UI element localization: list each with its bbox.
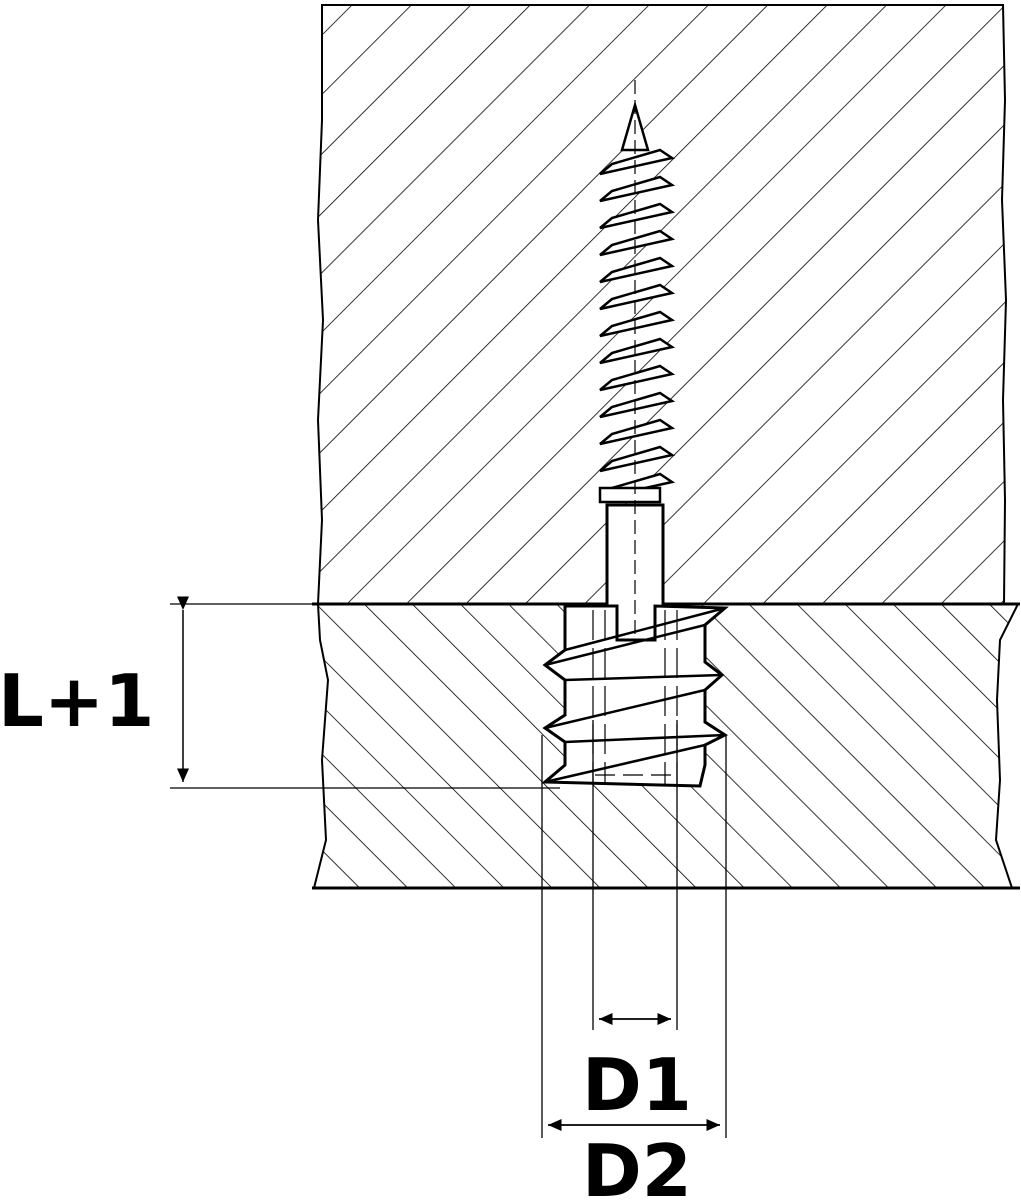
insert-thread: [544, 623, 706, 667]
screw-thread: [599, 310, 676, 338]
screw-thread: [599, 445, 676, 473]
dimension-diameters: D1 D2: [541, 720, 727, 1200]
dimension-length: L+1: [0, 596, 560, 789]
screw-thread: [599, 175, 676, 203]
d2-label: D2: [582, 1129, 692, 1200]
screw-thread-end: [598, 486, 662, 504]
screw-thread: [599, 337, 676, 365]
screw-thread: [599, 256, 676, 284]
insert-thread: [544, 743, 706, 784]
insert-thread: [564, 673, 723, 682]
screw-thread: [599, 283, 676, 311]
d1-label: D1: [582, 1043, 692, 1127]
insert-thread: [544, 688, 706, 730]
screw-thread: [599, 202, 676, 230]
screw-thread: [599, 418, 676, 446]
length-label: L+1: [0, 659, 154, 743]
threaded-insert: [541, 604, 729, 788]
screw-thread: [599, 229, 676, 257]
screw-thread: [599, 364, 676, 392]
insert-thread: [564, 606, 726, 652]
screw-thread: [599, 148, 676, 176]
screw-thread: [599, 391, 676, 419]
insert-thread: [564, 733, 726, 744]
